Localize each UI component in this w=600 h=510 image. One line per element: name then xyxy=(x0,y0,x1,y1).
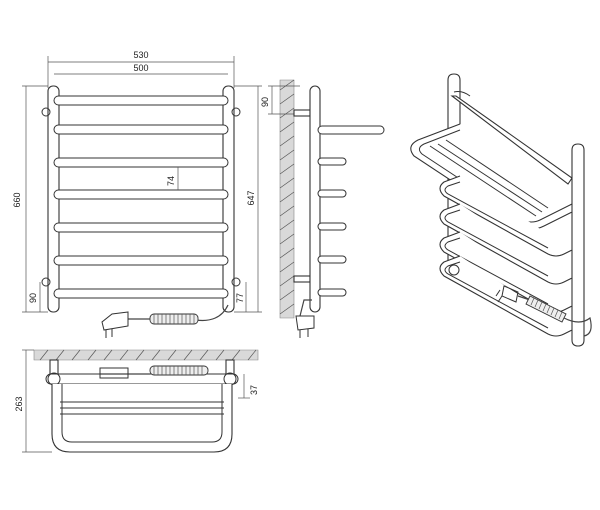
upper-mount xyxy=(293,109,311,117)
dim-overall-width: 530 xyxy=(133,50,148,60)
dim-rail-height: 647 xyxy=(246,190,256,205)
dim-bottom-offset-left: 90 xyxy=(28,293,38,303)
bar-loops xyxy=(439,175,573,337)
side-post xyxy=(309,85,321,313)
isometric-view xyxy=(410,73,592,347)
lower-mount xyxy=(293,275,311,283)
bar-4 xyxy=(53,189,229,200)
bar-7 xyxy=(53,288,229,299)
cable-coil xyxy=(149,313,199,325)
dim-top-offset: 90 xyxy=(260,97,270,107)
top-view: 263 37 xyxy=(14,349,259,453)
iso-plug-icon xyxy=(495,285,519,303)
dim-overall-height: 660 xyxy=(12,192,22,207)
dim-shelf-offset: 37 xyxy=(249,385,259,395)
top-shelf-bar xyxy=(317,125,385,135)
side-view: 90 xyxy=(260,79,385,338)
side-plug-icon xyxy=(295,315,315,338)
bar-5 xyxy=(53,222,229,233)
dim-depth: 263 xyxy=(14,396,24,411)
bar-3 xyxy=(53,157,229,168)
dim-bottom-offset-right: 77 xyxy=(235,293,245,303)
dim-rail-width: 500 xyxy=(133,63,148,73)
iso-cable-coil xyxy=(525,295,567,323)
bar-6 xyxy=(53,255,229,266)
bar-2 xyxy=(53,124,229,135)
plug-icon xyxy=(101,311,129,338)
bar-1 xyxy=(53,95,229,106)
front-view: 530 500 74 660 647 90 xyxy=(12,50,262,338)
dim-bar-spacing: 74 xyxy=(166,176,176,186)
